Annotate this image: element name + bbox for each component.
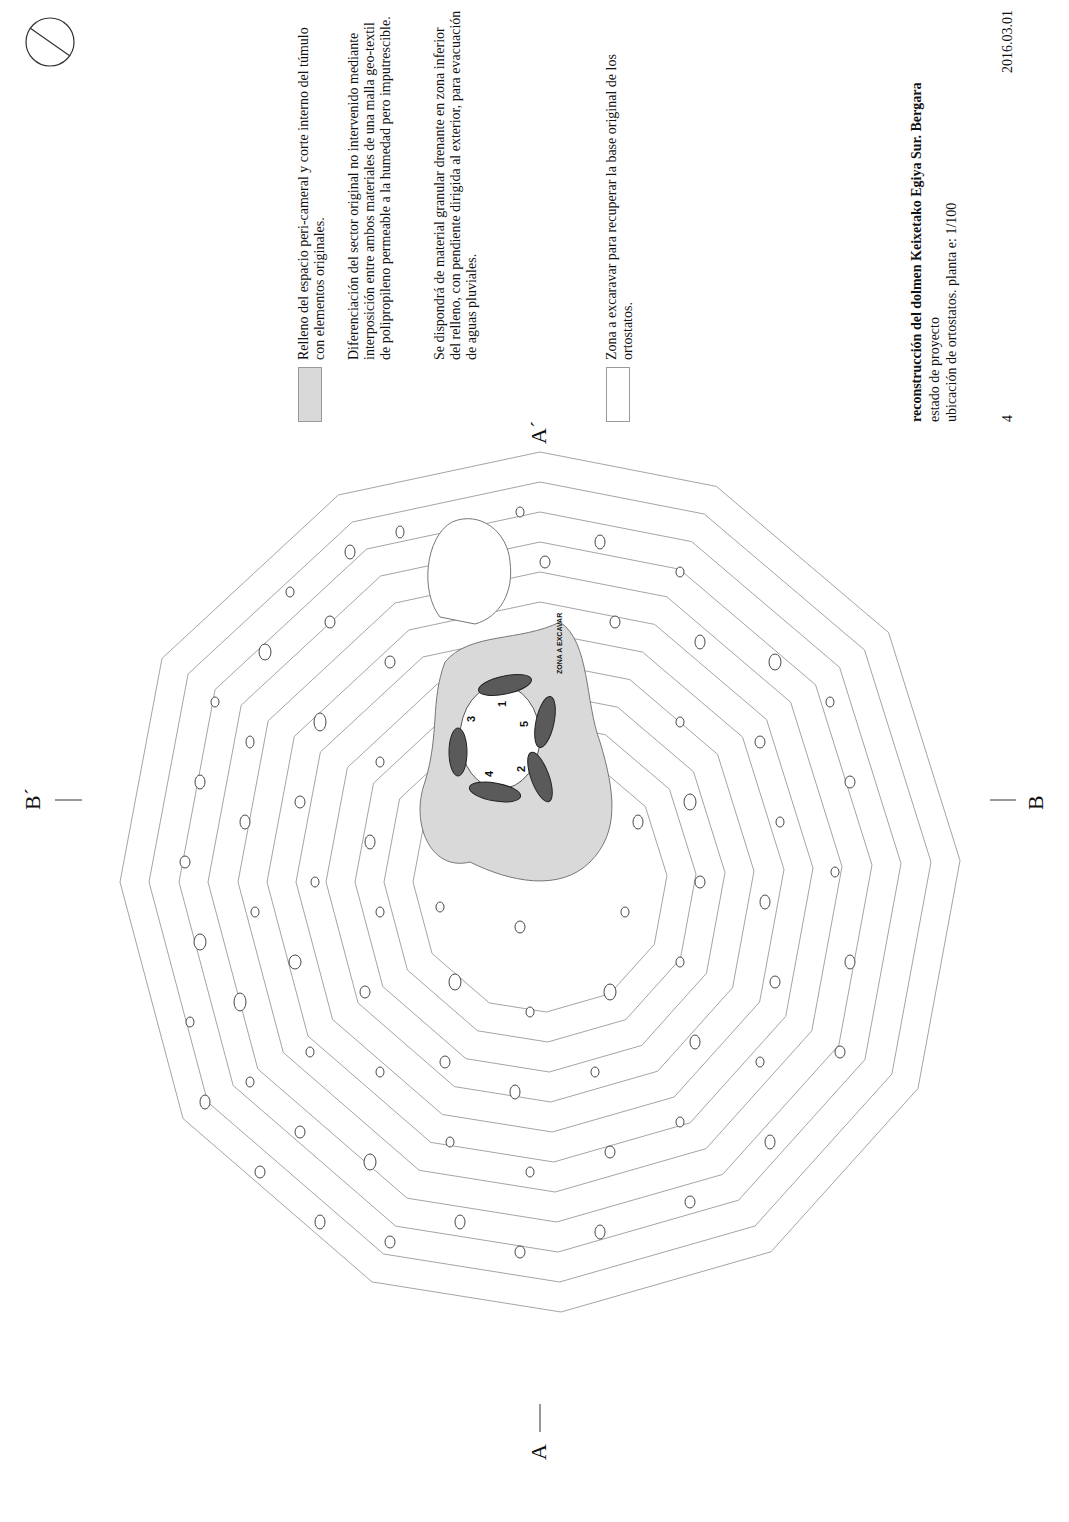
peri-cameral-fill [420, 622, 612, 881]
title-block-line: estado de proyecto [927, 317, 943, 422]
sheet-date: 2016.03.01 [1000, 10, 1016, 73]
section-letter: A [528, 1444, 550, 1460]
crater [428, 519, 511, 624]
legend-note: Diferenciación del sector original no in… [346, 10, 394, 360]
section-letter: A´ [528, 421, 550, 444]
section-ticks [55, 800, 1016, 1432]
legend-swatch [298, 367, 322, 422]
callout-number: 4 [484, 771, 495, 777]
tumulus-stones [180, 507, 855, 1258]
legend-note: Se dispondrá de material granular drenan… [432, 10, 480, 360]
legend-text: Zona a excaravar para recuperar la base … [604, 10, 636, 360]
drawing-title: reconstrucción del dolmen Keixetako Egiy… [909, 83, 925, 422]
callout-number: 5 [519, 721, 530, 727]
orthostats [449, 671, 559, 806]
legend-swatch [606, 367, 630, 422]
sheet-number: 4 [1000, 415, 1016, 422]
section-letter: B [1025, 795, 1047, 810]
section-letter: B´ [22, 788, 44, 810]
contour-lines [120, 452, 960, 1312]
north-arrow [26, 18, 74, 66]
excavation-zone [460, 685, 540, 789]
zone-label: ZONA A EXCAVAR [556, 613, 563, 674]
callout-number: 3 [466, 716, 477, 722]
callout-number: 2 [516, 766, 527, 772]
callout-number: 1 [497, 701, 508, 707]
title-block-line: ubicación de ortostatos. planta e: 1/100 [944, 203, 960, 422]
legend-text: Relleno del espacio peri-cameral y corte… [296, 10, 328, 360]
